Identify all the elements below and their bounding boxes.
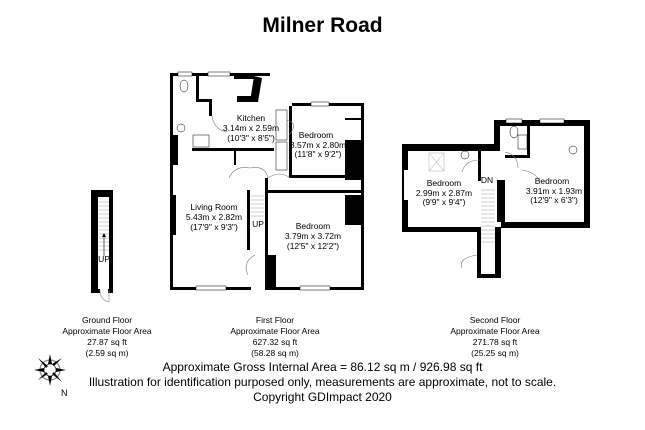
first-floor-name: First Floor <box>255 315 295 325</box>
gross-area-text: Approximate Gross Internal Area = 86.12 … <box>162 360 483 374</box>
disclaimer-text: Illustration for identification purposed… <box>88 375 557 389</box>
first-floor-area-label: Approximate Floor Area <box>230 326 320 336</box>
compass-rose-icon: N <box>34 350 74 405</box>
bedroom2-name: Bedroom <box>296 221 331 231</box>
second-floor-plan: DN Bedroom 2.99m x 2.87m (9'9" x 9'4") B… <box>402 118 590 278</box>
footer: Approximate Gross Internal Area = 86.12 … <box>0 360 645 405</box>
first-floor-caption: First Floor Approximate Floor Area 627.3… <box>215 315 335 359</box>
first-floor-area-sqm: (58.28 sq m) <box>251 348 299 358</box>
bedroom4-metric: 3.91m x 1.93m <box>526 186 582 196</box>
ground-floor-caption: Ground Floor Approximate Floor Area 27.8… <box>52 315 162 359</box>
ground-floor-area-sqm: (2.59 sq m) <box>85 348 129 358</box>
living-room-imperial: (17'9" x 9'3") <box>190 222 238 232</box>
bedroom2-metric: 3.79m x 3.72m <box>285 231 341 241</box>
bedroom2-imperial: (12'5" x 12'2") <box>287 241 339 251</box>
kitchen-metric: 3.14m x 2.59m <box>223 123 279 133</box>
bedroom1-metric: 3.57m x 2.80m <box>290 140 346 150</box>
second-floor-caption: Second Floor Approximate Floor Area 271.… <box>435 315 555 359</box>
compass-north-label: N <box>61 388 68 398</box>
second-stair-label: DN <box>481 175 493 185</box>
second-floor-area-sqm: (25.25 sq m) <box>471 348 519 358</box>
bedroom3-metric: 2.99m x 2.87m <box>416 188 472 198</box>
second-floor-area-label: Approximate Floor Area <box>450 326 540 336</box>
copyright-text: Copyright GDImpact 2020 <box>253 390 392 404</box>
second-floor-area-sqft: 271.78 sq ft <box>472 337 518 347</box>
living-room-metric: 5.43m x 2.82m <box>186 212 242 222</box>
bedroom3-name: Bedroom <box>427 178 462 188</box>
first-floor-plan: UP Kitchen 3.14m x 2.59m (10'3" x 8'5") … <box>170 71 364 291</box>
bedroom1-name: Bedroom <box>299 130 334 140</box>
bedroom1-imperial: (11'8" x 9'2") <box>295 149 342 159</box>
bedroom4-imperial: (12'9" x 6'3") <box>530 195 578 205</box>
ground-floor-name: Ground Floor <box>81 315 133 325</box>
first-floor-area-sqft: 627.32 sq ft <box>252 337 298 347</box>
kitchen-name: Kitchen <box>237 113 266 123</box>
ground-floor-area-sqft: 27.87 sq ft <box>87 337 127 347</box>
living-room-name: Living Room <box>190 202 237 212</box>
kitchen-imperial: (10'3" x 8'5") <box>227 133 275 143</box>
first-stair-label: UP <box>252 219 264 229</box>
bedroom3-imperial: (9'9" x 9'4") <box>423 197 466 207</box>
ground-floor-area-label: Approximate Floor Area <box>62 326 152 336</box>
ground-floor-plan: UP <box>91 190 113 303</box>
page-title: Milner Road <box>262 14 383 37</box>
ground-stair-label: UP <box>98 254 110 264</box>
bedroom4-name: Bedroom <box>535 176 570 186</box>
second-floor-name: Second Floor <box>469 315 521 325</box>
